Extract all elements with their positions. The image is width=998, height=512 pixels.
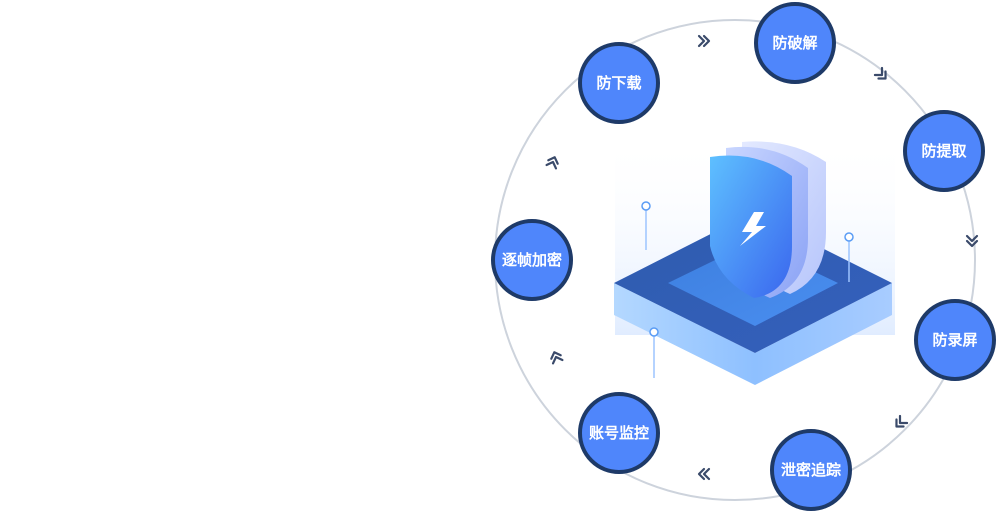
node-anti-crack[interactable]: 防破解: [754, 2, 836, 84]
node-label: 防下载: [596, 74, 641, 92]
node-label: 泄密追踪: [781, 461, 841, 479]
chevron-down-right-icon: [873, 66, 887, 80]
center-illustration: [614, 141, 892, 385]
node-label: 防提取: [921, 142, 967, 160]
chevron-left-icon: [697, 467, 711, 481]
node-label: 防录屏: [932, 331, 977, 349]
pin-bottom: [649, 327, 659, 378]
node-label: 防破解: [772, 34, 817, 52]
shield-lightning-icon: [740, 212, 766, 246]
node-leak-trace[interactable]: 泄密追踪: [770, 429, 852, 511]
node-anti-extract[interactable]: 防提取: [903, 110, 985, 192]
pin-right: [844, 232, 854, 282]
chevron-down-icon: [965, 234, 979, 248]
node-anti-download[interactable]: 防下载: [578, 42, 660, 124]
node-account-monitor[interactable]: 账号监控: [578, 392, 660, 474]
node-anti-record[interactable]: 防录屏: [914, 299, 996, 381]
node-label: 逐帧加密: [502, 251, 562, 269]
chevron-up-icon: [545, 156, 559, 170]
flow-chevrons: [545, 34, 979, 481]
node-label: 账号监控: [589, 424, 649, 442]
chevron-up-left-icon: [550, 351, 564, 365]
platform-right-side: [755, 283, 892, 385]
pin-left: [641, 201, 651, 250]
chevron-right-icon: [697, 34, 711, 48]
node-frame-encrypt[interactable]: 逐帧加密: [491, 219, 573, 301]
platform-left-side: [614, 283, 755, 385]
chevron-down-left-icon: [895, 414, 909, 428]
